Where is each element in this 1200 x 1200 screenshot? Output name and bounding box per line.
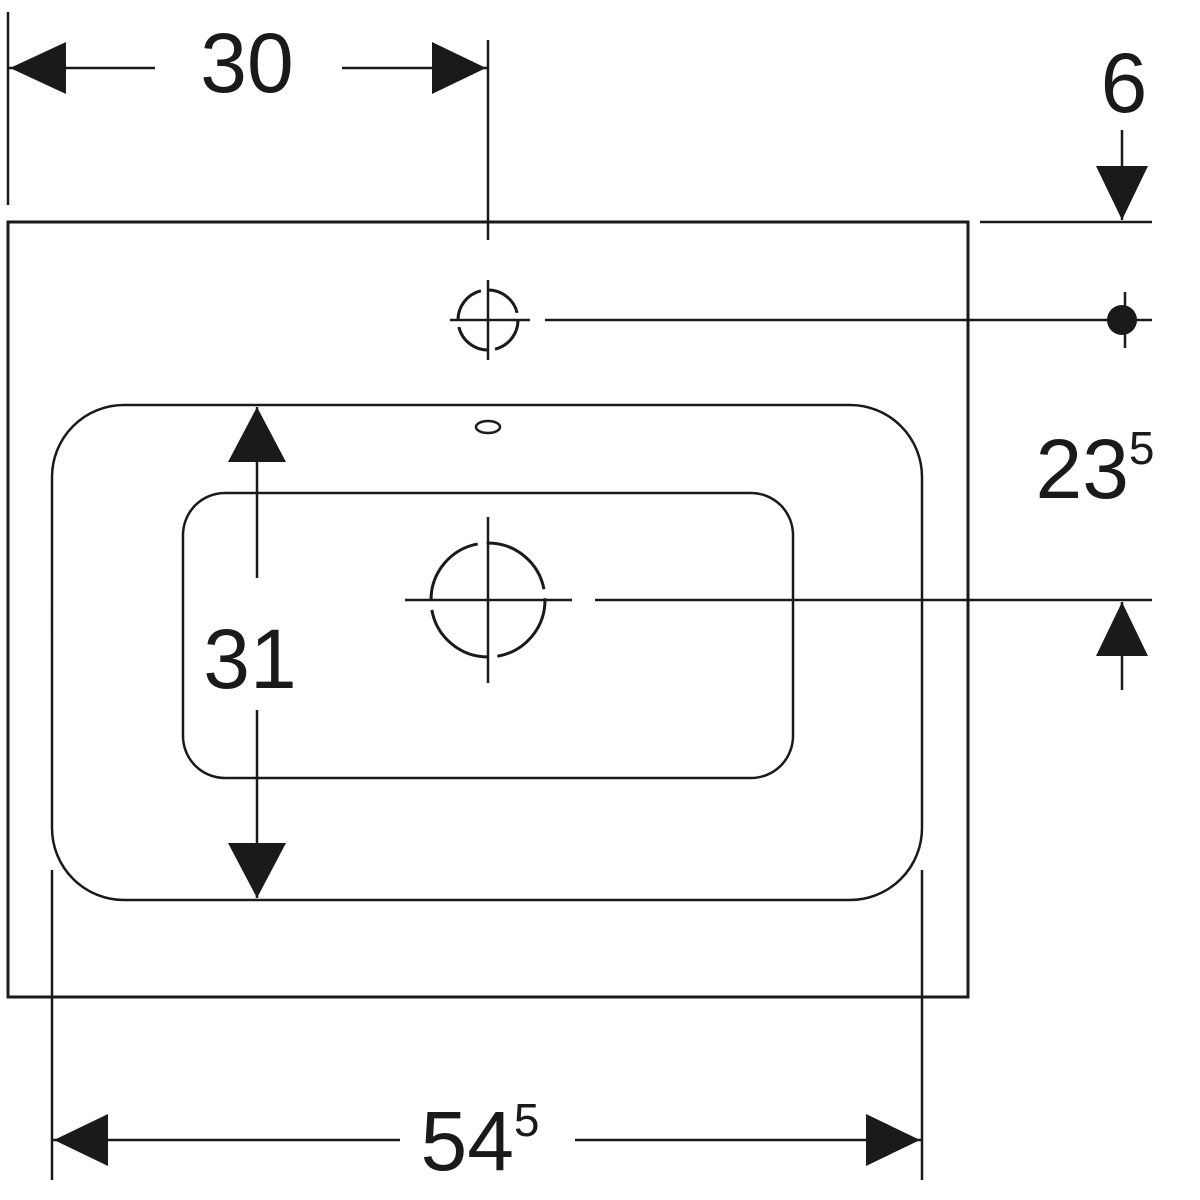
dimension-54-5: 545	[50, 870, 924, 1188]
dimension-label-23: 23	[1035, 422, 1128, 516]
dimension-6: 6	[980, 36, 1152, 224]
svg-text:235: 235	[1035, 422, 1154, 516]
dimension-30: 30	[6, 12, 488, 205]
bowl-outer-edge	[50, 403, 924, 902]
dimension-31: 31	[203, 407, 297, 898]
dimension-label-54: 54	[420, 1094, 513, 1188]
tap-hole-symbol	[450, 40, 1152, 360]
svg-text:545: 545	[420, 1094, 539, 1188]
dimension-label-6: 6	[1101, 36, 1148, 130]
dimension-label-31: 31	[203, 612, 296, 706]
overflow-hole	[474, 419, 502, 435]
dimension-label-23-sup: 5	[1129, 422, 1155, 474]
dimension-23-5: 235	[1035, 422, 1155, 690]
dimension-label-30: 30	[200, 16, 293, 110]
dimension-label-54-sup: 5	[514, 1094, 540, 1146]
drain-symbol	[405, 517, 1152, 683]
bowl-inner-floor	[181, 491, 795, 780]
